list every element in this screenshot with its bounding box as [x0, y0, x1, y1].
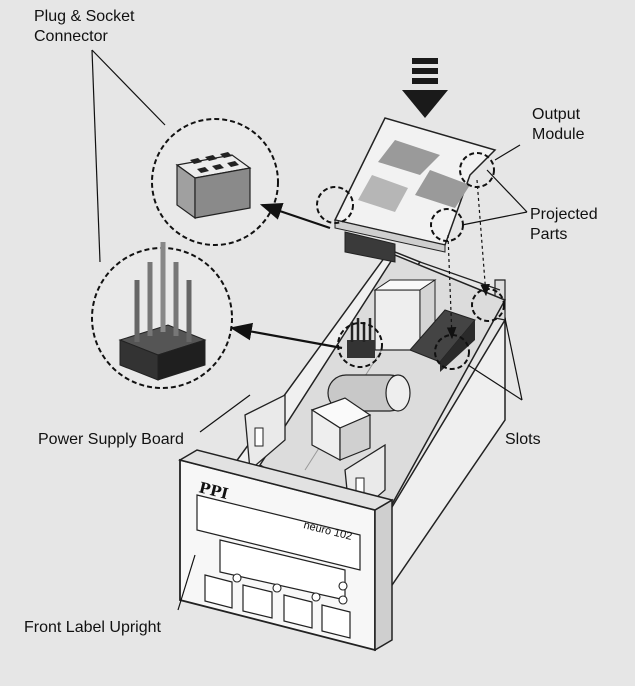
upper-display-window: [196, 494, 361, 571]
socket-block-zoom: [175, 152, 252, 220]
board-header-pins: [347, 318, 375, 358]
led-4: [338, 581, 348, 591]
zoom-arrows: [229, 203, 343, 350]
front-key-3: [283, 594, 313, 629]
output-module-label-line2: Module: [532, 126, 585, 143]
front-key-4: [321, 604, 351, 639]
plug-socket-label-line1: Plug & Socket: [34, 8, 135, 25]
led-1: [232, 573, 242, 583]
slots-label: Slots: [505, 431, 541, 448]
pin-header-zoom: [118, 242, 207, 381]
board-header-circle: [337, 322, 383, 368]
led-5: [338, 595, 348, 605]
projected-parts-label-line1: Projected: [530, 206, 598, 223]
module-connector: [344, 231, 396, 263]
plug-socket-label-line2: Connector: [34, 28, 108, 45]
transformer-block: [374, 289, 421, 351]
front-key-1: [204, 574, 233, 609]
relay: [310, 397, 372, 462]
leader-lines: [91, 49, 528, 611]
led-2: [272, 583, 282, 593]
front-bezel: PPI neuro 102: [178, 449, 394, 652]
projection-guides: [446, 179, 490, 340]
insertion-arrow-icon: [402, 58, 448, 118]
output-module: [333, 117, 497, 263]
front-key-2: [242, 584, 273, 619]
power-supply-board-label: Power Supply Board: [38, 431, 184, 448]
output-module-label-line1: Output: [532, 106, 581, 123]
board-components: [310, 279, 476, 462]
projected-parts-label-line2: Parts: [530, 226, 567, 243]
slot-circle-lower: [434, 334, 470, 370]
led-3: [311, 592, 321, 602]
module-socket-circle: [316, 186, 354, 224]
front-label-upright-label: Front Label Upright: [24, 619, 162, 636]
